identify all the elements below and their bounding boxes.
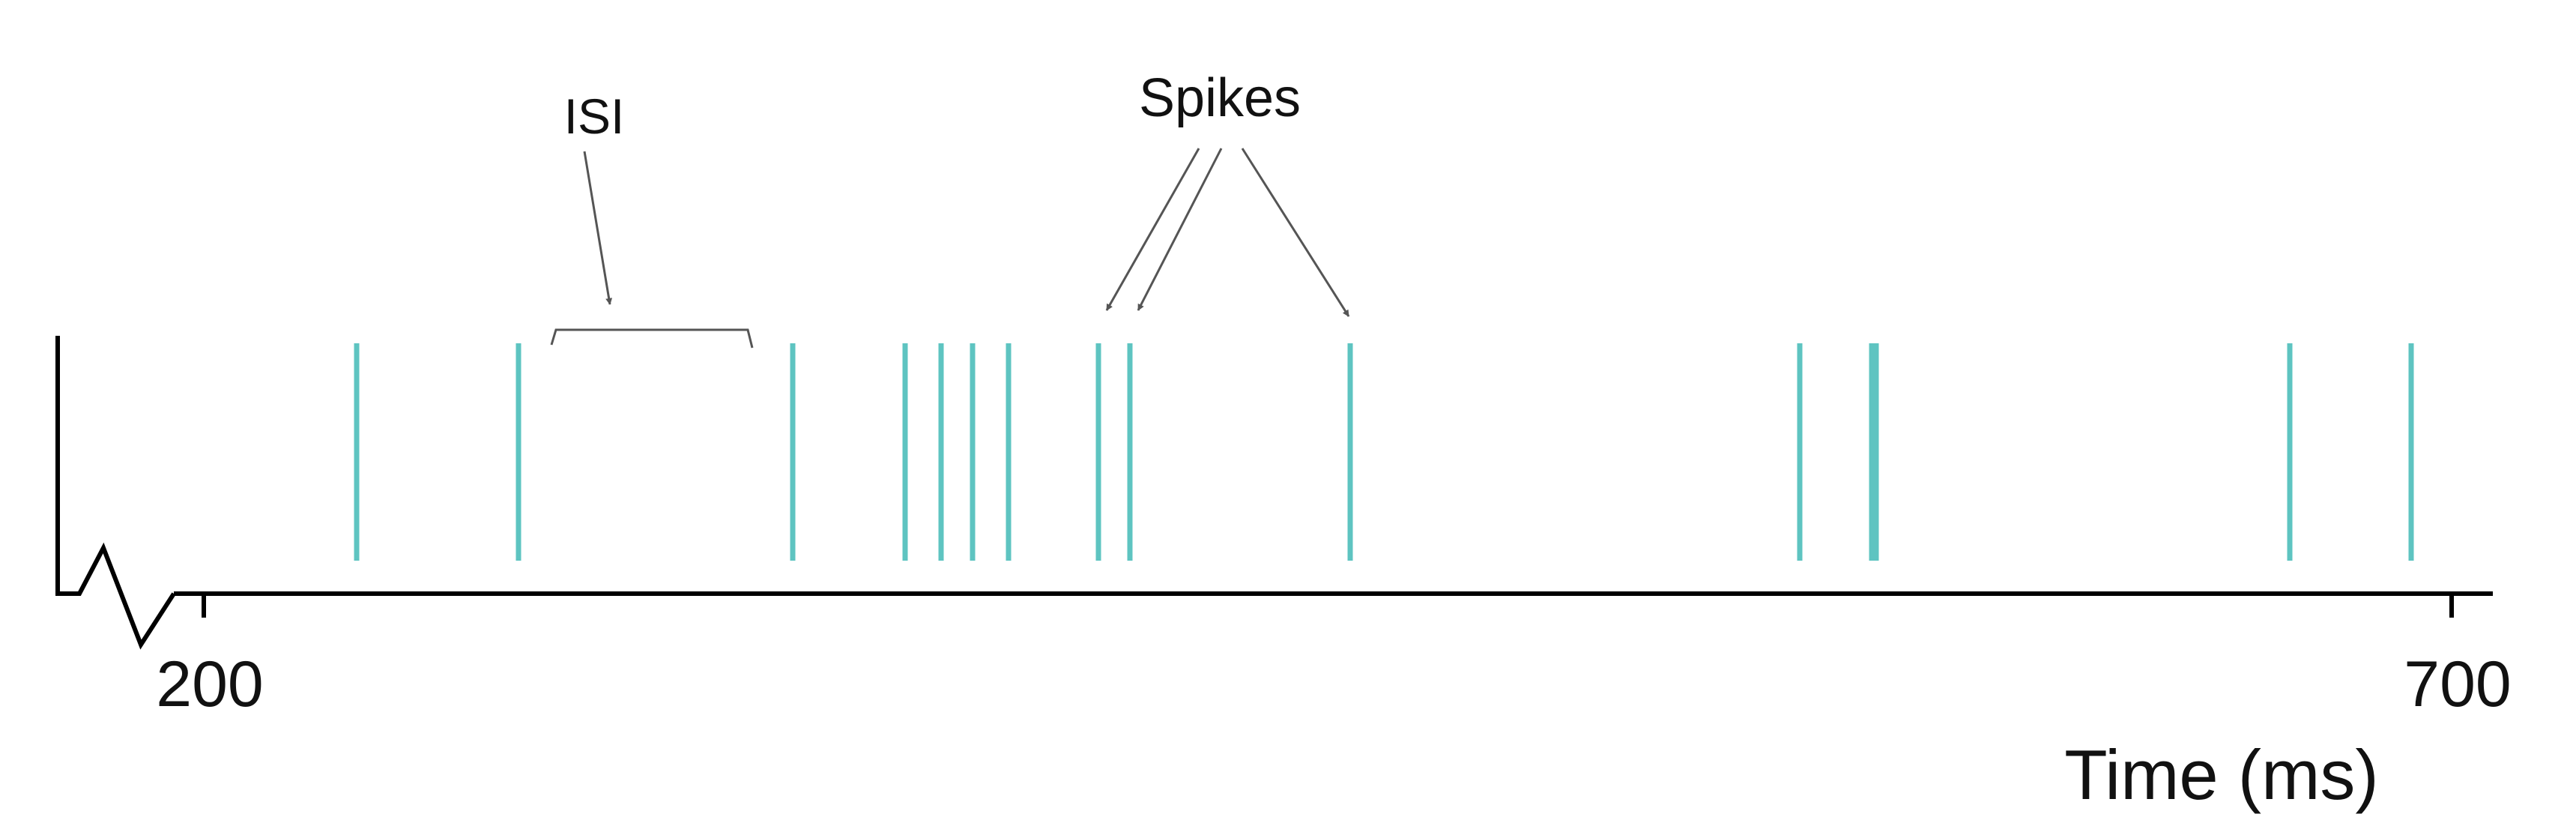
spike-arrows xyxy=(1105,148,1350,317)
spike-arrow-2 xyxy=(1137,148,1223,311)
annotations: ISI Spikes xyxy=(550,68,1350,349)
y-axis-line xyxy=(55,336,176,650)
spikes-label: Spikes xyxy=(1139,68,1301,128)
spike-train xyxy=(354,343,2414,561)
spike-arrow-3 xyxy=(1241,148,1350,317)
x-axis-label: Time (ms) xyxy=(2064,735,2378,814)
spike-arrow-1 xyxy=(1105,148,1200,311)
isi-arrow xyxy=(583,151,613,305)
isi-bracket xyxy=(550,328,754,349)
isi-label: ISI xyxy=(564,88,625,144)
axes xyxy=(55,336,2493,650)
x-tick-label-200: 200 xyxy=(156,648,264,720)
x-tick-label-700: 700 xyxy=(2404,648,2512,720)
x-axis-ticks: 200 700 xyxy=(156,594,2512,720)
